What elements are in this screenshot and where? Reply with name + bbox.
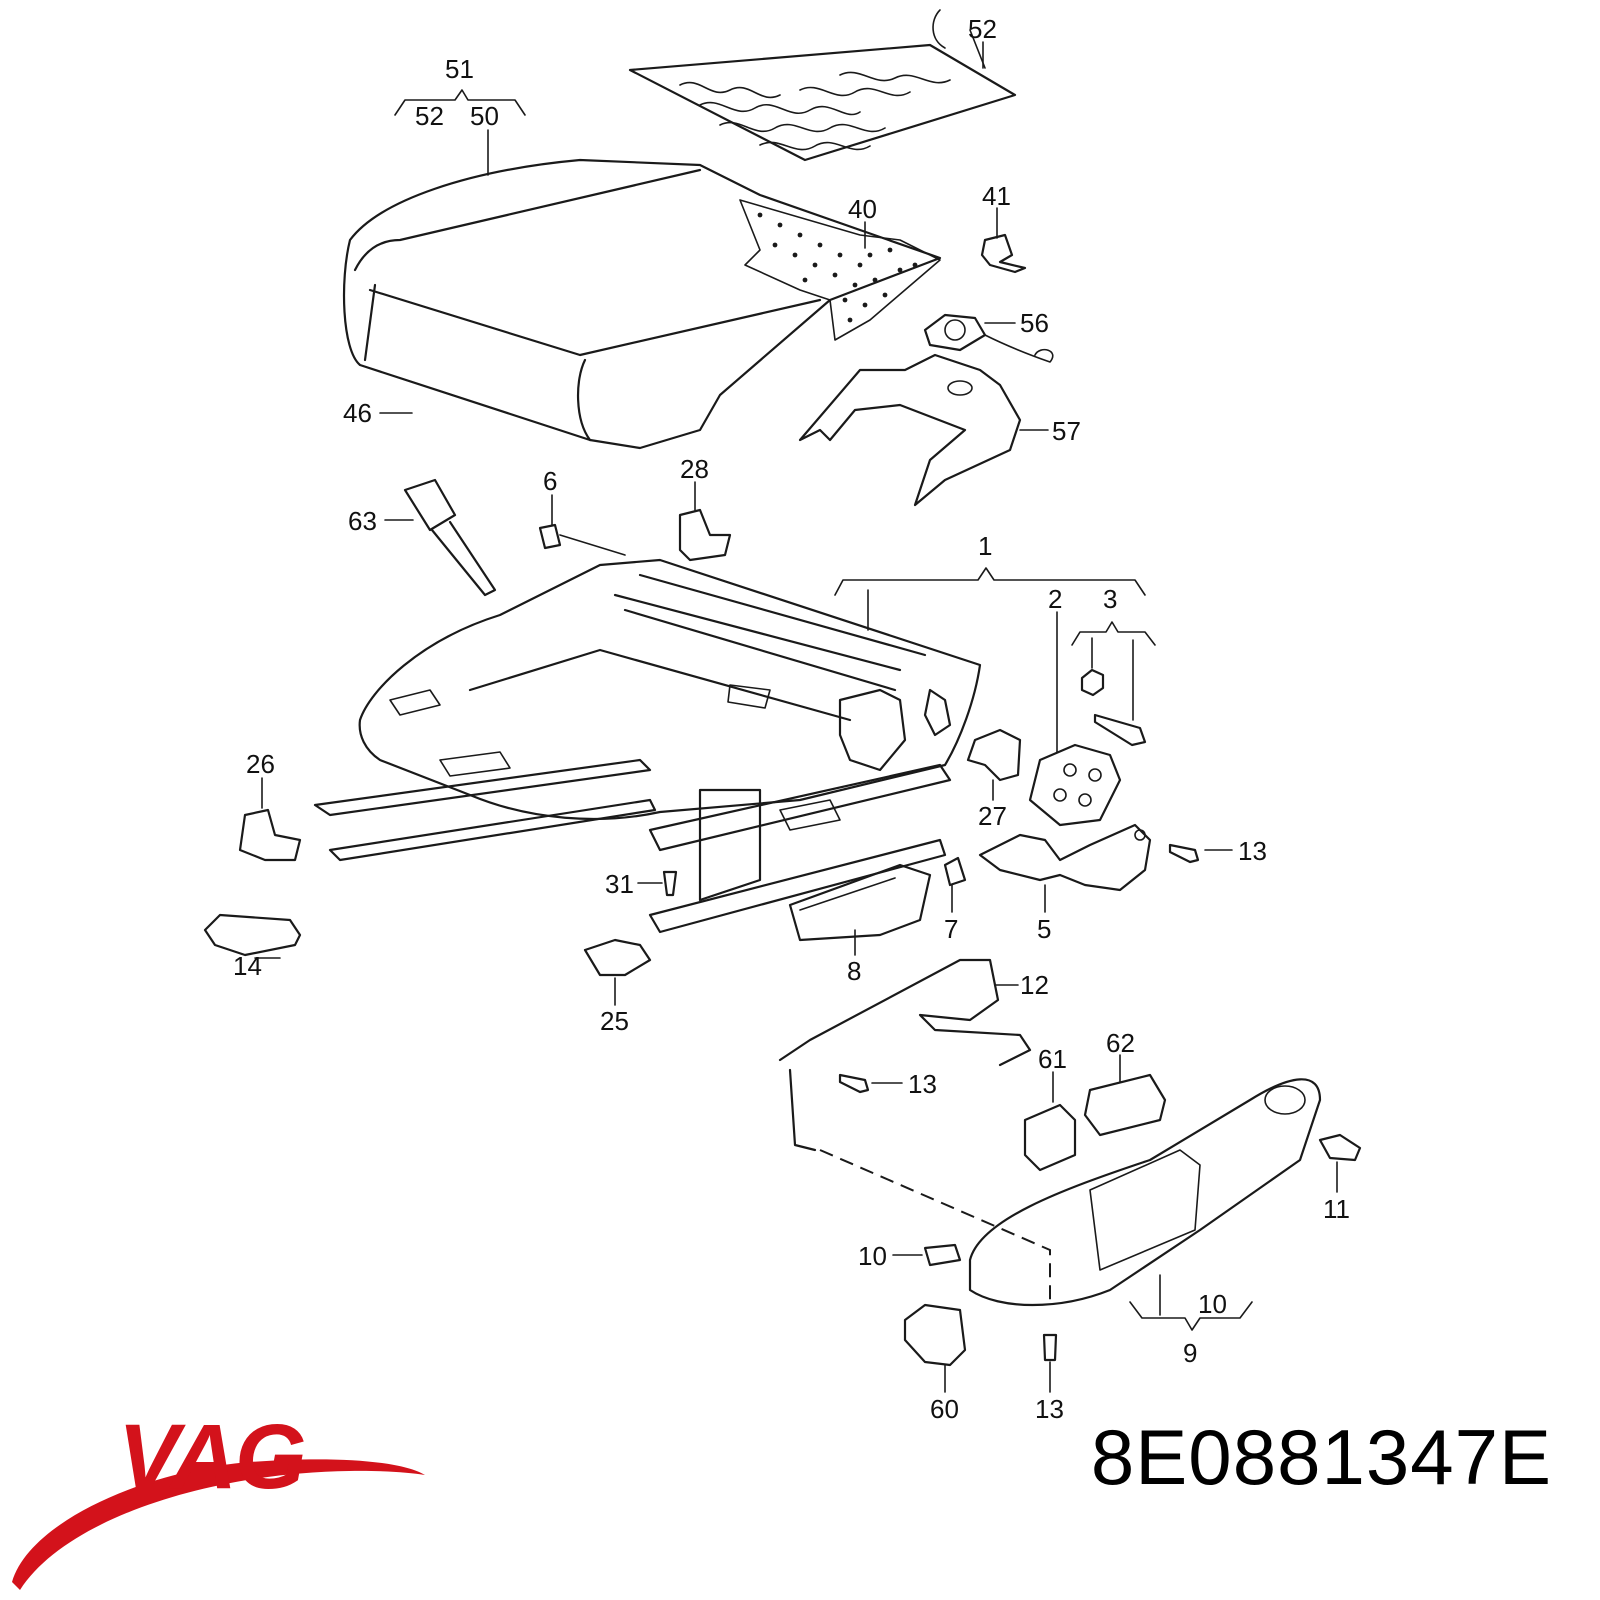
callout-60: 60: [930, 1394, 959, 1424]
callout-11: 11: [1323, 1194, 1350, 1224]
callout-52: 52: [415, 101, 444, 131]
callout-5: 5: [1037, 914, 1051, 944]
callout-13: 13: [1035, 1394, 1064, 1424]
callout-62: 62: [1106, 1028, 1135, 1058]
switch-60-part: [903, 1303, 967, 1367]
callout-56: 56: [1020, 308, 1049, 338]
callout-10: 10: [1198, 1289, 1227, 1319]
cover-25-part: [583, 938, 652, 977]
callout-labels: 51 52 50 52 40 41 56 46 57 6 28 63 1 2 3…: [233, 14, 1350, 1424]
cover-14-part: [203, 913, 302, 957]
callout-3: 3: [1103, 584, 1117, 614]
belt-buckle-63-part: [403, 478, 497, 597]
callout-25: 25: [600, 1006, 629, 1036]
callout-50: 50: [470, 101, 499, 131]
callout-9: 9: [1183, 1338, 1197, 1368]
rail-cover-26-part: [238, 808, 302, 862]
bracket-5-part: [978, 823, 1152, 892]
callout-1: 1: [978, 531, 992, 561]
bracket-27-part: [966, 728, 1022, 782]
callout-61: 61: [1038, 1044, 1067, 1074]
callout-63: 63: [348, 506, 377, 536]
callout-40: 40: [848, 194, 877, 224]
cover-28-part: [678, 508, 732, 562]
fan-56-part: [923, 313, 1054, 363]
screw-13b-part: [838, 1073, 870, 1094]
callout-14: 14: [233, 951, 262, 981]
clip-11-part: [1318, 1133, 1362, 1162]
callout-7: 7: [944, 914, 958, 944]
clip-7-part: [943, 856, 967, 887]
vag-logo-swoosh: [12, 1459, 425, 1590]
callout-8: 8: [847, 956, 861, 986]
callout-28: 28: [680, 454, 709, 484]
callout-41: 41: [982, 181, 1011, 211]
side-trim-9-part: [819, 1078, 1322, 1307]
switch-61-part: [1023, 1103, 1077, 1172]
callout-31: 31: [605, 869, 634, 899]
callout-26: 26: [246, 749, 275, 779]
heating-mat-part: [628, 9, 1017, 162]
seat-frame-1-part: [313, 558, 982, 934]
clip-41-part: [980, 233, 1027, 274]
wire-12-part: [778, 958, 1032, 1152]
vag-logo-lettering: VAG: [118, 1406, 305, 1508]
callout-46: 46: [343, 398, 372, 428]
part-number: 8E0881347E: [1090, 1413, 1552, 1501]
cushion-perforation: [757, 212, 918, 323]
callout-12: 12: [1020, 970, 1049, 1000]
callout-10: 10: [858, 1241, 887, 1271]
module-62-part: [1083, 1073, 1167, 1137]
panel-57-part: [798, 353, 1022, 507]
callout-6: 6: [543, 466, 557, 496]
trim-8-part: [788, 863, 932, 942]
screw-13a-part: [1168, 843, 1200, 864]
bolt-6-part: [538, 523, 626, 556]
callout-27: 27: [978, 801, 1007, 831]
vag-logo: VAG: [12, 1406, 425, 1590]
callout-57: 57: [1052, 416, 1081, 446]
leader-lines: [254, 41, 1338, 1393]
seat-cushion-part: [342, 158, 942, 450]
nut-screw-3-part: [1080, 668, 1147, 747]
callout-52: 52: [968, 14, 997, 44]
adjuster-2-part: [1028, 743, 1122, 827]
screw-31-part: [662, 870, 678, 897]
clip-10-part: [923, 1243, 962, 1267]
callout-13: 13: [1238, 836, 1267, 866]
callout-51: 51: [445, 54, 474, 84]
callout-13: 13: [908, 1069, 937, 1099]
screw-13c-part: [1042, 1333, 1058, 1362]
callout-2: 2: [1048, 584, 1062, 614]
